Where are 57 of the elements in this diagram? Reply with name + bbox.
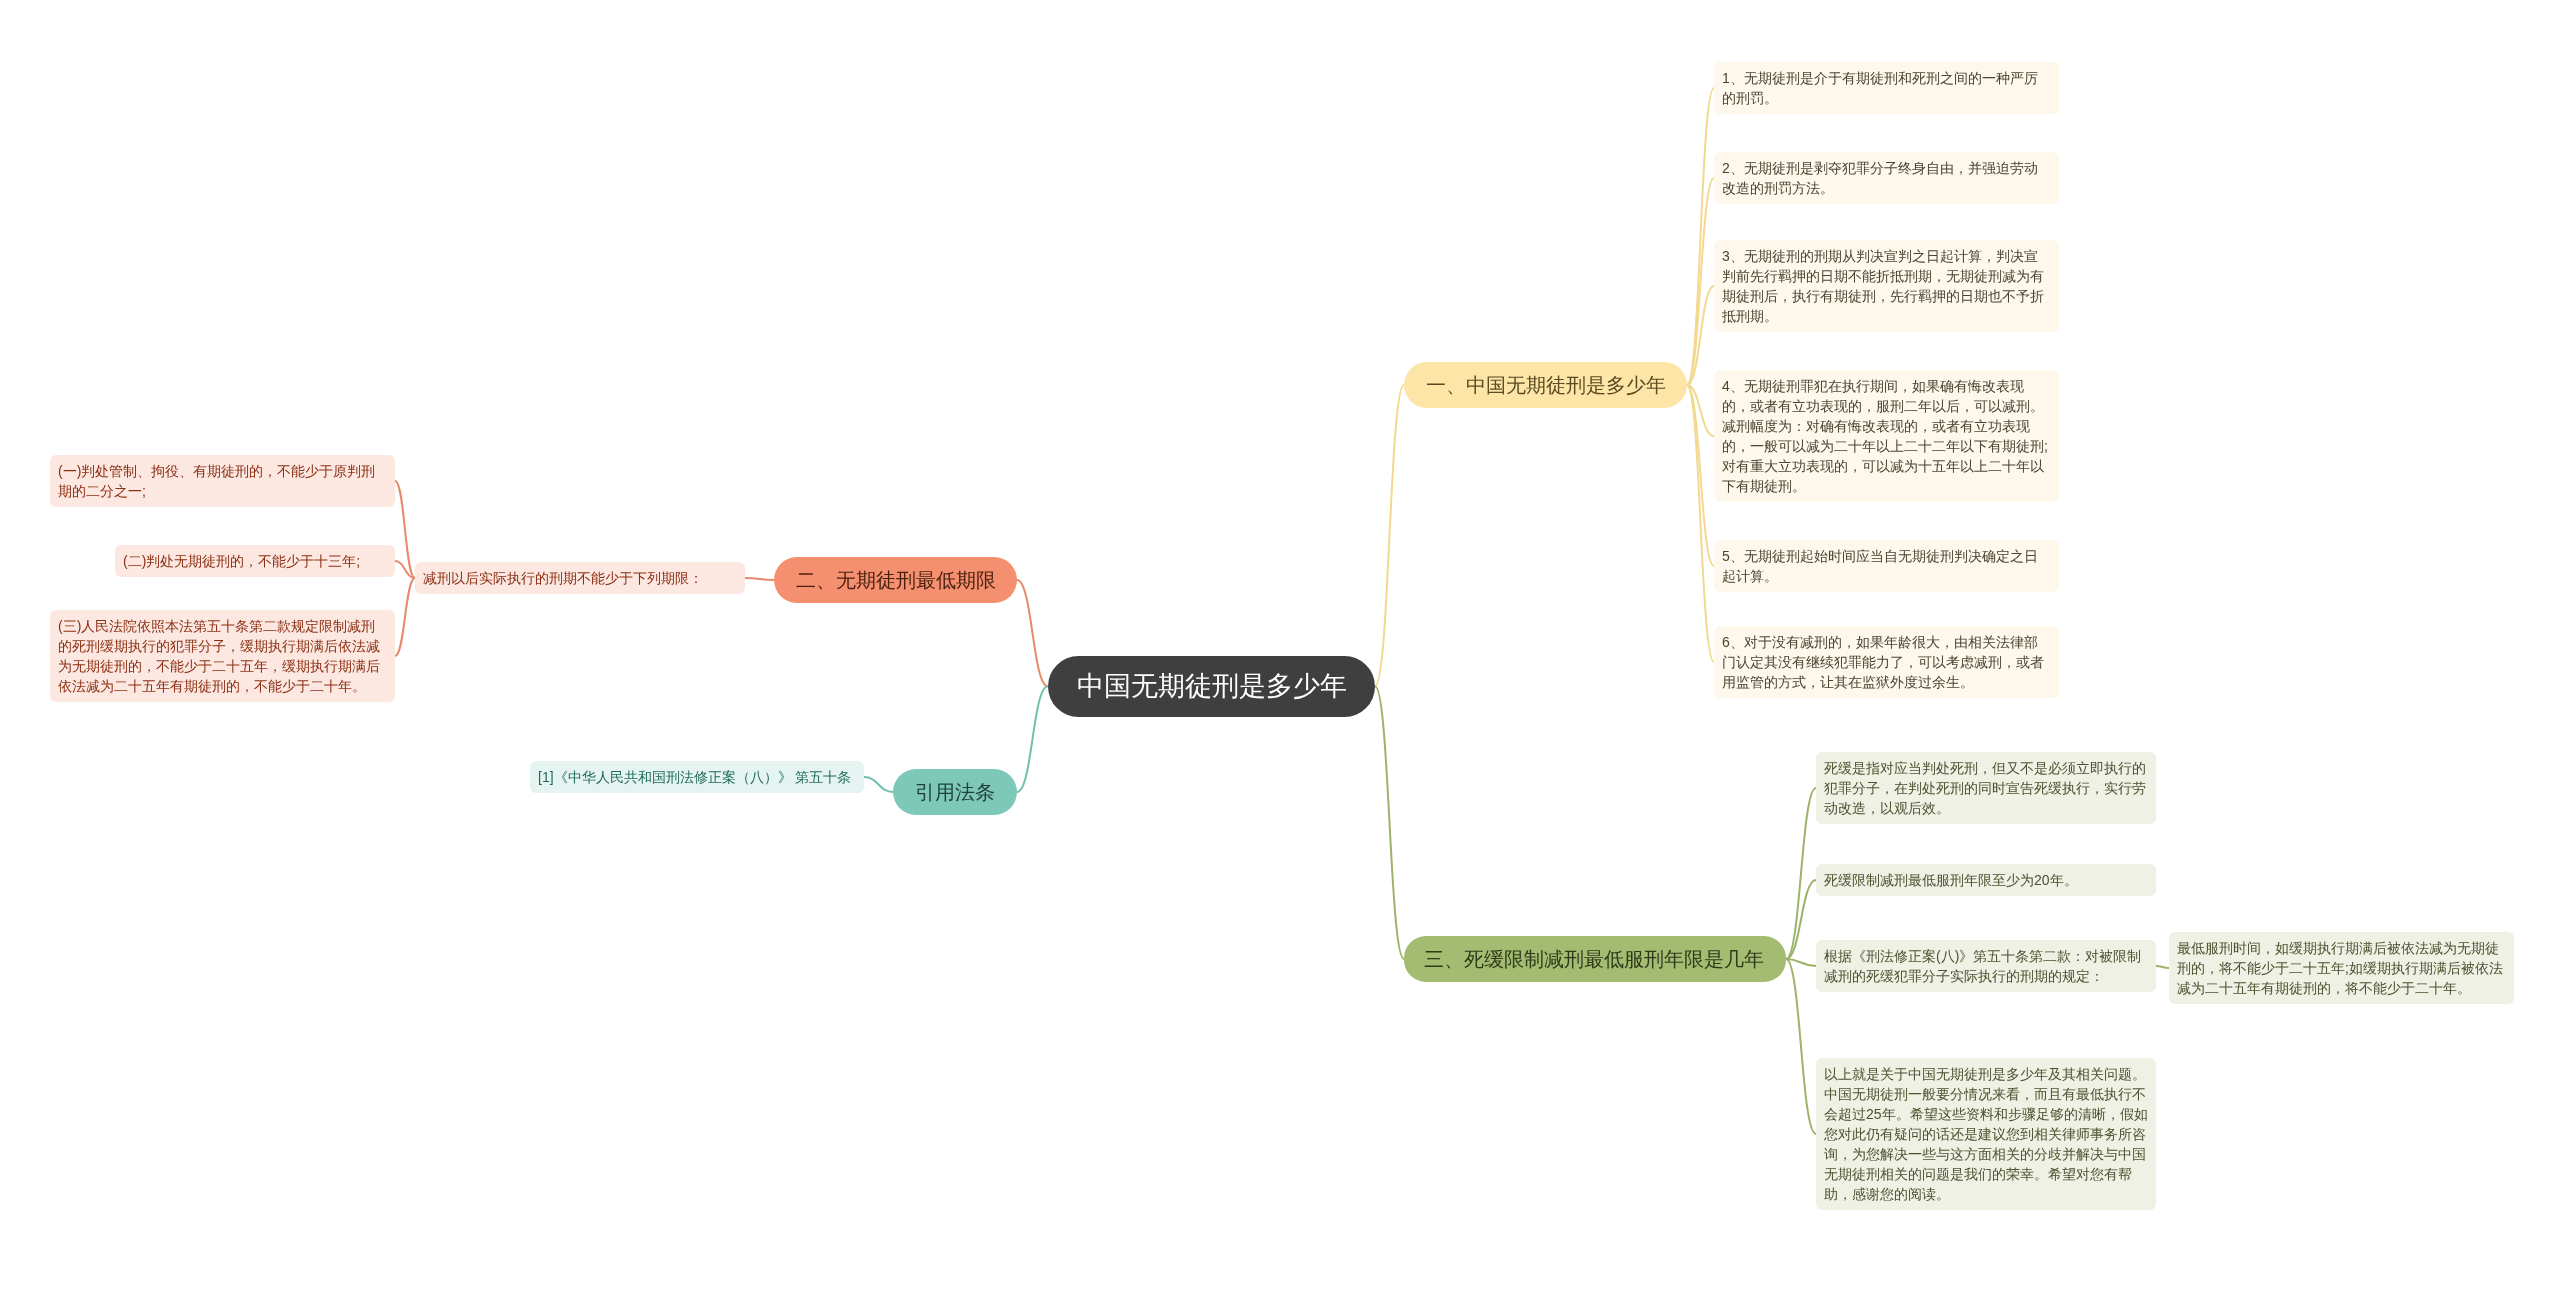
topic-text: 引用法条: [914, 780, 996, 805]
leaf-note: [415, 562, 745, 594]
leaf-note: [50, 610, 395, 702]
connector-line: [1686, 285, 1715, 386]
topic-text: 2、无期徒刑是剥夺犯罪分子终身自由，并强迫劳动改造的刑罚方法。: [1722, 159, 2039, 198]
connector-line: [1785, 879, 1817, 960]
topic-text: 3、无期徒刑的刑期从判决宣判之日起计算，判决宣判前先行羁押的日期不能折抵刑期，无期徒刑减为有期徒刑后，执行有期徒刑，先行羁押的日期也不予折抵刑期。: [1722, 247, 2045, 326]
topic-text: 一、中国无期徒刑是多少年: [1424, 373, 1667, 398]
leaf-note: [1714, 626, 2059, 698]
connector-line: [2155, 965, 2170, 969]
connector-line: [1785, 958, 1817, 967]
connector-line: [1686, 384, 1715, 567]
leaf-note: [1816, 864, 2156, 896]
topic-text: 根据《刑法修正案(八)》第五十条第二款：对被限制减刑的死缓犯罪分子实际执行的刑期的规定：: [1824, 947, 2143, 986]
connector-line: [1785, 787, 1817, 960]
leaf-note: [50, 455, 395, 507]
leaf-note: [1714, 62, 2059, 114]
topic-text: 中国无期徒刑是多少年: [1075, 670, 1348, 703]
branch-topic: [1404, 936, 1786, 982]
leaf-note: [115, 545, 395, 577]
connector-line: [1016, 685, 1049, 793]
branch-topic: [774, 557, 1017, 603]
leaf-note: [1714, 240, 2059, 332]
connector-line: [1374, 685, 1405, 960]
connector-line: [1785, 958, 1817, 1135]
topic-text: 以上就是关于中国无期徒刑是多少年及其相关问题。中国无期徒刑一般要分情况来看，而且有最低执行不会超过25年。希望这些资料和步骤足够的清晰，假如您对此仍有疑问的话还是建议您到相关律师事务所咨询，为您解决一些与这方面相关的分歧并解决与中国无期徒刑相关的问题是我们的荣幸。希望对您有帮助，感谢您的阅读。: [1824, 1065, 2148, 1204]
topic-text: 二、无期徒刑最低期限: [794, 568, 997, 593]
topic-text: 5、无期徒刑起始时间应当自无期徒刑判决确定之日起计算。: [1722, 547, 2039, 586]
topic-text: [1]《中华人民共和国刑法修正案（八）》 第五十条: [538, 768, 853, 787]
topic-text: 死缓限制减刑最低服刑年限至少为20年。: [1824, 871, 2079, 890]
connector-line: [394, 480, 416, 579]
branch-topic: [1404, 362, 1687, 408]
central-topic: [1048, 656, 1375, 717]
connector-line: [863, 776, 894, 793]
leaf-note: [530, 761, 864, 793]
topic-text: (一)判处管制、拘役、有期徒刑的，不能少于原判刑期的二分之一;: [58, 462, 377, 501]
topic-text: 死缓是指对应当判处死刑，但又不是必须立即执行的犯罪分子，在判处死刑的同时宣告死缓执行，实行劳动改造，以观后效。: [1824, 759, 2147, 818]
connector-line: [1686, 384, 1715, 437]
topic-text: (三)人民法院依照本法第五十条第二款规定限制减刑的死刑缓期执行的犯罪分子，缓期执行期满后依法减为无期徒刑的，不能少于二十五年，缓期执行期满后依法减为二十五年有期徒刑的，不能少于二十年。: [58, 617, 381, 696]
branch-topic: [893, 769, 1017, 815]
topic-text: 6、对于没有减刑的，如果年龄很大，由相关法律部门认定其没有继续犯罪能力了，可以考虑减刑，或者用监管的方式，让其在监狱外度过余生。: [1722, 633, 2045, 692]
connector-line: [1016, 579, 1049, 688]
topic-text: 三、死缓限制减刑最低服刑年限是几年: [1424, 947, 1765, 972]
connector-line: [394, 577, 416, 657]
topic-text: 减刑以后实际执行的刑期不能少于下列期限：: [423, 569, 704, 588]
topic-text: 1、无期徒刑是介于有期徒刑和死刑之间的一种严厉的刑罚。: [1722, 69, 2039, 108]
connector-line: [744, 577, 775, 581]
leaf-note: [1816, 940, 2156, 992]
topic-text: 4、无期徒刑罪犯在执行期间，如果确有悔改表现的，或者有立功表现的，服刑二年以后，可以减刑。减刑幅度为：对确有悔改表现的，或者有立功表现的，一般可以减为二十年以上二十二年以下有期徒刑;对有重大立功表现的，可以减为十五年以上二十年以下有期徒刑。: [1722, 377, 2049, 496]
leaf-note: [1714, 152, 2059, 204]
connector-line: [394, 560, 416, 579]
topic-text: 最低服刑时间，如缓期执行期满后被依法减为无期徒刑的，将不能少于二十五年;如缓期执行期满后被依法减为二十五年有期徒刑的，将不能少于二十年。: [2177, 939, 2504, 998]
leaf-note: [1816, 752, 2156, 824]
topic-text: (二)判处无期徒刑的，不能少于十三年;: [123, 552, 362, 571]
connector-line: [1374, 384, 1405, 688]
leaf-note: [1714, 540, 2059, 592]
leaf-note: [2169, 932, 2514, 1004]
